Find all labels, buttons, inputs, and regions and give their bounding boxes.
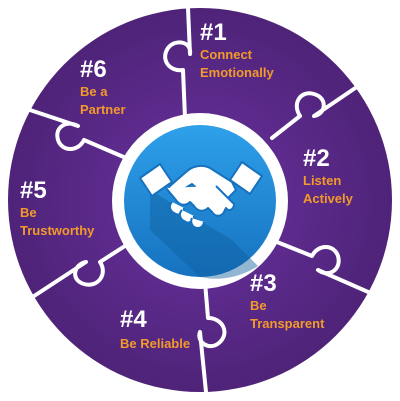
segment-3: #3 Be Transparent <box>250 271 324 333</box>
segment-6-number: #6 <box>80 56 107 83</box>
segment-4-label: Be Reliable <box>120 336 191 351</box>
segment-6: #6 Be a Partner <box>80 57 126 119</box>
segment-2-number: #2 <box>303 145 330 172</box>
segment-3-number: #3 <box>250 270 277 297</box>
segment-3-label: Be Transparent <box>250 298 325 331</box>
segment-5-label: Be Trustworthy <box>20 205 95 238</box>
seam-upper-right <box>270 76 372 140</box>
seam-lower-right <box>270 238 384 300</box>
segment-2-label: Listen Actively <box>303 173 353 206</box>
puzzle-seams <box>16 6 384 394</box>
segment-2: #2 Listen Actively <box>303 146 353 208</box>
segment-1-number: #1 <box>200 19 227 46</box>
seam-top <box>163 6 193 120</box>
seam-upper-left <box>16 104 128 160</box>
segment-4-number: #4 <box>120 306 147 333</box>
handshake-icon <box>139 161 263 229</box>
segment-5-number: #5 <box>20 177 47 204</box>
segment-6-label: Be a Partner <box>80 84 126 117</box>
seam-bottom <box>197 280 227 394</box>
segment-4: #4 Be Reliable <box>120 307 190 353</box>
segment-5: #5 Be Trustworthy <box>20 178 94 240</box>
segment-1-label: Connect Emotionally <box>200 47 274 80</box>
segment-1: #1 Connect Emotionally <box>200 20 274 82</box>
seam-lower-left <box>26 242 130 302</box>
